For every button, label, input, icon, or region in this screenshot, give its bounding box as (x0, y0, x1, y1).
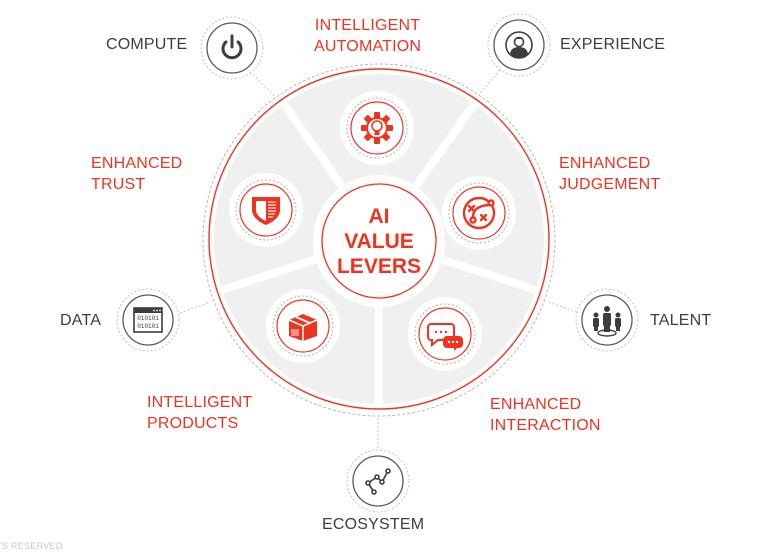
hub-line-1: AI (368, 204, 390, 228)
enabler-nodes: 010101 010101 (116, 13, 639, 513)
label-line: AUTOMATION (314, 38, 422, 55)
badge-intelligent-automation (340, 91, 414, 165)
hub-circle (321, 183, 437, 299)
label-enhanced-interaction: ENHANCED INTERACTION (490, 394, 601, 436)
hub-line-3: LEVERS (336, 254, 422, 278)
label-ecosystem: ECOSYSTEM (322, 516, 425, 533)
footer-rights-text: TS RESERVED (0, 541, 63, 551)
svg-text:010101: 010101 (137, 315, 159, 322)
chat-bubbles-icon (427, 323, 463, 351)
binary-window-icon: 010101 010101 (133, 307, 163, 333)
badge-enhanced-interaction (408, 297, 482, 371)
node-ecosystem (346, 449, 410, 513)
network-nodes-icon (365, 468, 391, 495)
shield-icon (252, 197, 280, 225)
lever-badges (229, 91, 516, 371)
badge-enhanced-trust (229, 173, 303, 247)
label-line: INTELLIGENT (314, 17, 421, 34)
node-data: 010101 010101 (116, 288, 180, 352)
node-experience (487, 13, 551, 77)
connector-lines (179, 69, 578, 450)
label-line: ENHANCED (91, 155, 183, 172)
hub-title: AI VALUE LEVERS (321, 184, 437, 298)
gear-lightbulb-icon (361, 112, 393, 144)
label-line: INTERACTION (490, 417, 601, 434)
label-enhanced-trust: ENHANCED TRUST (91, 153, 182, 195)
package-box-icon (288, 314, 318, 341)
label-experience: EXPERIENCE (560, 36, 666, 53)
label-compute: COMPUTE (106, 36, 188, 53)
strategy-play-icon (462, 196, 496, 230)
badge-intelligent-products (266, 289, 340, 363)
label-intelligent-automation: INTELLIGENT AUTOMATION (314, 15, 421, 57)
label-enhanced-judgement: ENHANCED JUDGEMENT (559, 153, 660, 195)
hub-line-2: VALUE (344, 229, 414, 253)
label-line: PRODUCTS (147, 415, 239, 432)
label-line: INTELLIGENT (147, 394, 253, 411)
people-group-icon (593, 306, 621, 337)
label-line: ENHANCED (559, 155, 651, 172)
power-icon (221, 34, 243, 60)
label-line: ENHANCED (490, 396, 582, 413)
label-line: TRUST (91, 176, 146, 193)
label-talent: TALENT (650, 312, 712, 329)
node-talent (575, 288, 639, 352)
user-profile-icon (505, 31, 533, 59)
label-data: DATA (60, 312, 102, 329)
node-compute (200, 16, 264, 80)
label-line: JUDGEMENT (559, 176, 661, 193)
badge-enhanced-judgement (442, 176, 516, 250)
svg-text:010101: 010101 (137, 323, 159, 330)
label-intelligent-products: INTELLIGENT PRODUCTS (147, 392, 252, 434)
